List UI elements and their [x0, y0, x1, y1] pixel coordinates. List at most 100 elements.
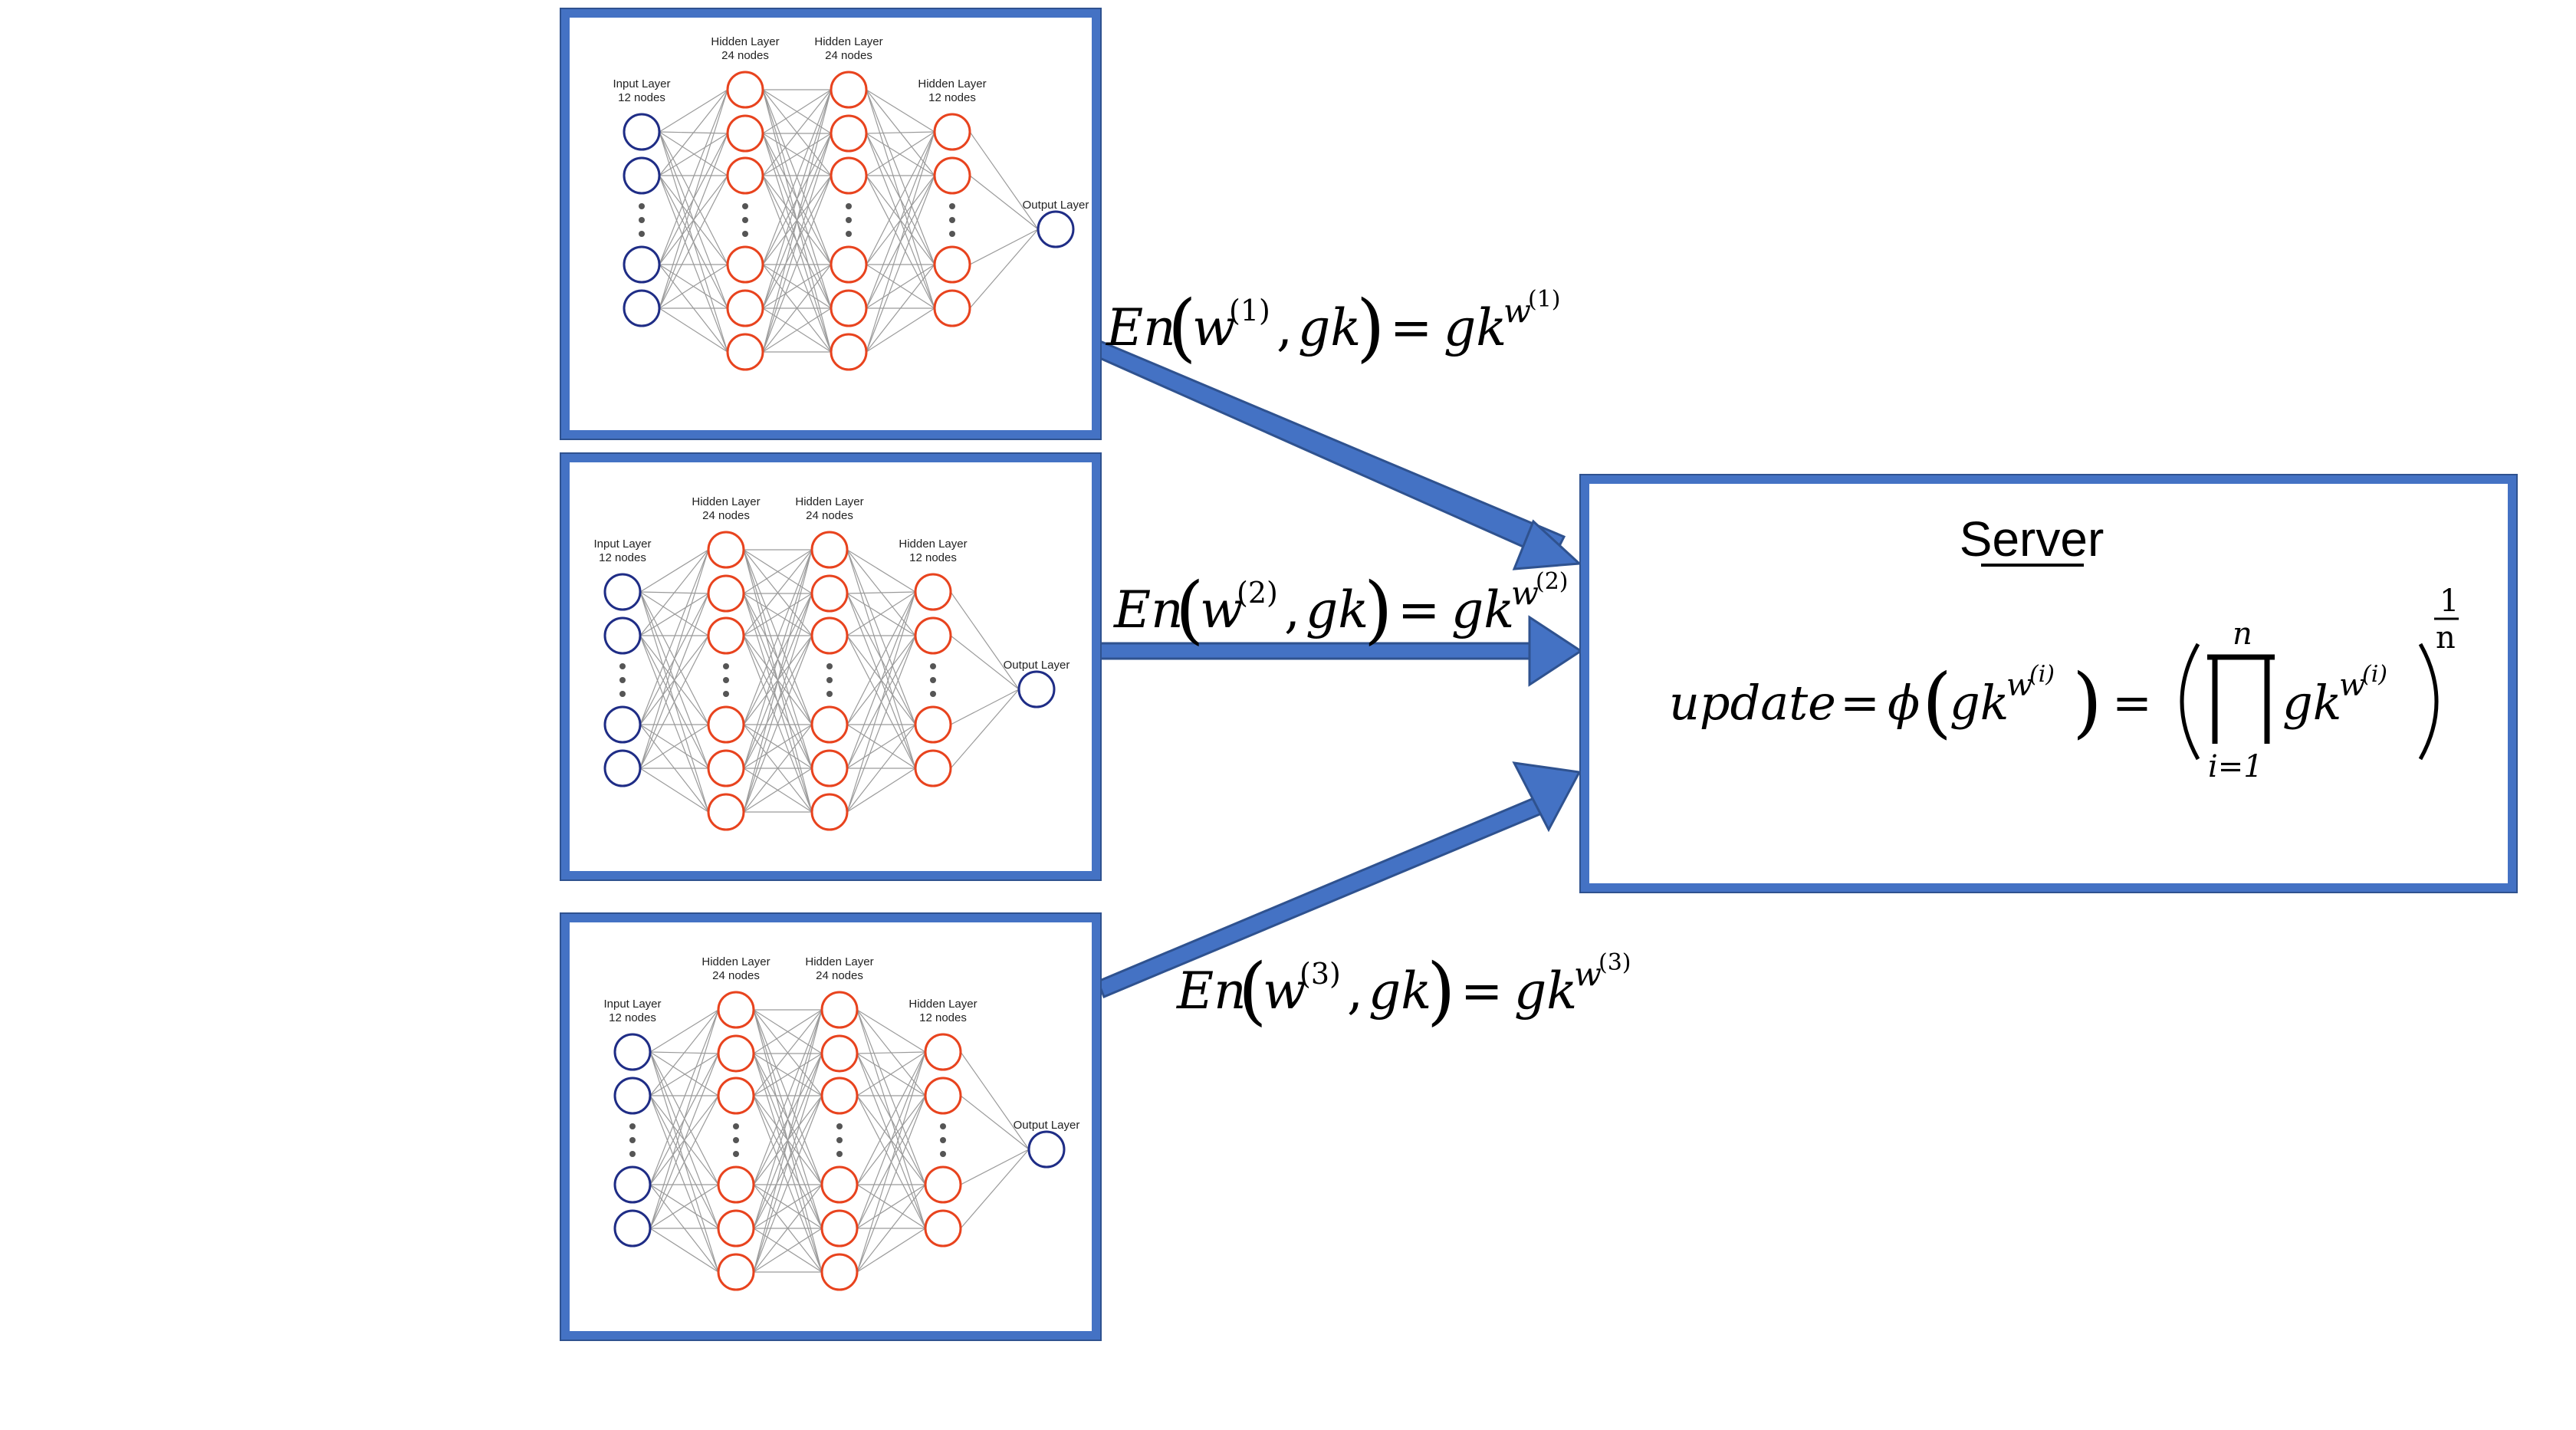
network-edge — [866, 131, 935, 353]
network-edge — [969, 228, 1039, 265]
svg-text:(: ( — [1168, 284, 1196, 370]
input-node — [603, 616, 642, 655]
network-edge — [659, 133, 728, 176]
input-node — [623, 156, 661, 195]
ellipsis-dot — [742, 231, 748, 237]
hidden-node — [924, 1209, 962, 1248]
svg-text:En: En — [1176, 962, 1247, 1021]
ellipsis-dot — [733, 1123, 739, 1129]
hidden-node — [914, 616, 952, 655]
layer-title: Input Layer — [603, 998, 661, 1011]
svg-text:gk: gk — [1451, 580, 1514, 639]
svg-text:=: = — [1840, 675, 1880, 731]
network-edge — [762, 133, 832, 176]
update-label: update — [1669, 675, 1836, 731]
network-edge — [639, 593, 709, 636]
network-edge — [659, 89, 728, 265]
ellipsis-dot — [639, 203, 645, 209]
hidden-node — [810, 705, 849, 744]
network-edge — [649, 1009, 719, 1229]
hidden-node — [726, 245, 764, 284]
network-edge — [753, 1009, 823, 1185]
ellipsis-dot — [723, 691, 729, 697]
exponent-numerator: 1 — [2440, 584, 2459, 619]
network-edge — [659, 307, 728, 353]
network-edge — [846, 724, 916, 769]
network-edge — [753, 1053, 823, 1096]
ellipsis-dot — [930, 663, 936, 669]
network-edge — [753, 1009, 823, 1229]
layer-title: Hidden Layer — [899, 537, 967, 551]
ellipsis-dot — [930, 677, 936, 683]
network-edge — [856, 1184, 926, 1273]
svg-text:w: w — [1200, 580, 1244, 639]
network-edge — [753, 1053, 823, 1273]
svg-text:gk: gk — [1306, 580, 1368, 639]
hidden-node — [707, 793, 745, 831]
network-edge — [960, 1051, 1030, 1150]
network-edge — [753, 1009, 823, 1273]
network-edge — [762, 133, 832, 353]
big-right-paren — [2418, 643, 2439, 761]
ellipsis-dot — [639, 217, 645, 223]
network-edge — [659, 175, 728, 309]
ellipsis-dot — [930, 691, 936, 697]
input-node — [603, 749, 642, 787]
ellipsis-dot — [836, 1137, 843, 1143]
ellipsis-dot — [940, 1151, 946, 1157]
hidden-node — [830, 114, 868, 153]
svg-text:): ) — [1427, 948, 1455, 1034]
network-edge — [960, 1149, 1030, 1185]
ellipsis-dot — [742, 217, 748, 223]
network-edge — [639, 549, 709, 725]
svg-text:(: ( — [1175, 567, 1204, 653]
svg-text:w: w — [2339, 668, 2365, 703]
network-edge — [649, 1095, 719, 1229]
ellipsis-dot — [619, 663, 626, 669]
network-edge — [856, 1051, 926, 1229]
network-edge — [659, 89, 728, 309]
hidden-node — [810, 574, 849, 613]
hidden-node — [933, 245, 971, 284]
ellipsis-dot — [723, 677, 729, 683]
hidden-node — [933, 113, 971, 151]
ellipsis-dot — [723, 663, 729, 669]
network-edge — [743, 549, 813, 636]
layer-title: Hidden Layer — [795, 495, 863, 508]
input-node — [623, 113, 661, 151]
layer-title: Input Layer — [593, 537, 651, 551]
network-edge — [659, 175, 728, 353]
input-node — [613, 1077, 652, 1115]
network-edge — [753, 1009, 823, 1096]
hidden-node — [820, 1034, 859, 1073]
layer-subtitle: 12 nodes — [909, 551, 957, 564]
svg-text:): ) — [1364, 567, 1392, 653]
network-edge — [743, 549, 813, 769]
svg-text:(i): (i) — [2029, 661, 2055, 688]
network-edge — [649, 1053, 719, 1229]
input-node — [623, 245, 661, 284]
svg-text:w: w — [1574, 955, 1602, 993]
hidden-node — [717, 1209, 755, 1248]
network-edge — [846, 549, 916, 593]
network-edge — [743, 593, 813, 636]
layer-title: Output Layer — [1023, 199, 1089, 212]
ellipsis-dot — [733, 1151, 739, 1157]
network-edge — [762, 264, 832, 353]
hidden-node — [820, 1209, 859, 1248]
network-edge — [649, 1184, 719, 1229]
hidden-node — [830, 245, 868, 284]
svg-text:(2): (2) — [1237, 576, 1278, 610]
output-node — [1037, 210, 1075, 248]
input-node — [613, 1033, 652, 1071]
hidden-node — [717, 1165, 755, 1204]
layer-title: Hidden Layer — [909, 998, 977, 1011]
svg-text:w: w — [2006, 668, 2032, 703]
network-edge — [649, 1009, 719, 1185]
layer-subtitle: 24 nodes — [721, 49, 769, 62]
network-edge — [639, 724, 709, 769]
ellipsis-dot — [639, 231, 645, 237]
hidden-node — [726, 333, 764, 371]
network-edge — [743, 768, 813, 813]
hidden-node — [707, 616, 745, 655]
